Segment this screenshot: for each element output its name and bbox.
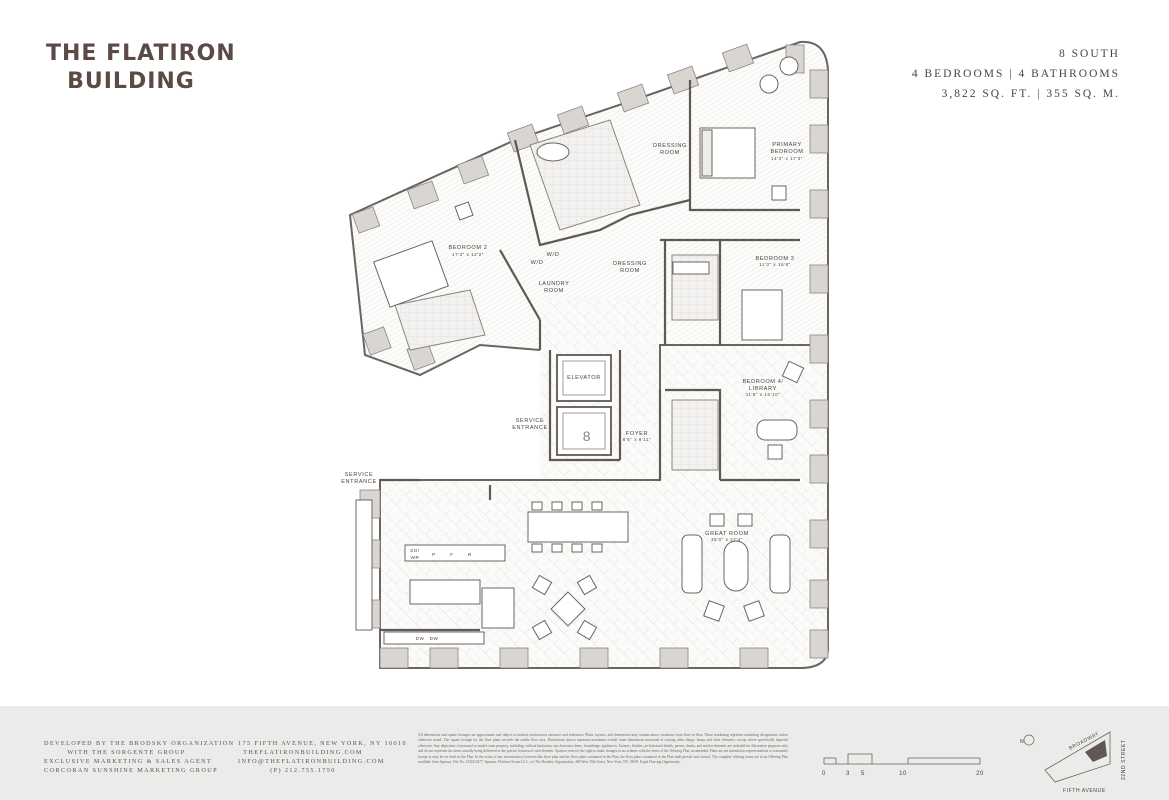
developer-line: CORCORAN SUNSHINE MARKETING GROUP: [44, 767, 218, 774]
bed-3: [741, 289, 783, 341]
label-laundry: LAUNDRY: [539, 281, 570, 287]
north-arrow-icon: [1023, 734, 1035, 746]
scale-label-20: 20: [976, 771, 984, 777]
bathtub-2: [672, 261, 710, 275]
coffee-table: [723, 540, 749, 592]
email-link[interactable]: INFO@THEFLATIRONBUILDING.COM: [238, 758, 385, 765]
street-22nd: 22ND STREET: [1121, 740, 1127, 781]
label-service-entrance-1b: ENTRANCE: [512, 425, 548, 431]
dim-bedroom-2: 17'3" x 12'2": [452, 252, 484, 257]
dim-primary-bedroom: 14'3" x 17'3": [771, 156, 803, 161]
unit-name: 8 SOUTH: [1059, 48, 1120, 60]
label-bedroom-4: BEDROOM 4/: [742, 379, 783, 385]
phone: (P) 212.755.1750: [270, 767, 336, 774]
label-wr: WR: [411, 555, 420, 560]
dim-bedroom-4: 11'8" x 16'10": [746, 392, 781, 397]
label-wd-2: W/D: [547, 252, 560, 258]
street-fifth: FIFTH AVENUE: [1063, 788, 1106, 794]
logo-line-2: BUILDING: [67, 69, 195, 94]
dining-table: [527, 511, 629, 543]
label-primary-bedroom: PRIMARY: [772, 142, 802, 148]
label-dressing-room-1b: ROOM: [660, 150, 680, 156]
scale-label-0: 0: [822, 771, 826, 777]
label-dressing-room-1: DRESSING: [653, 143, 687, 149]
unit-info: 8 SOUTH 4 BEDROOMS | 4 BATHROOMS 3,822 S…: [912, 44, 1120, 104]
unit-area: 3,822 SQ. FT. | 355 SQ. M.: [941, 88, 1120, 100]
kitchen-island: [409, 579, 481, 605]
dim-foyer: 8'6" x 9'11": [623, 437, 652, 442]
label-bedroom-2: BEDROOM 2: [449, 245, 488, 251]
label-dressing-room-2b: ROOM: [620, 268, 640, 274]
footer: DEVELOPED BY THE BRODSKY ORGANIZATION WI…: [0, 706, 1169, 800]
room-labels: DRESSING ROOM PRIMARY BEDROOM 14'3" x 17…: [341, 142, 803, 641]
interior-walls: [380, 80, 800, 632]
north-label: N: [1020, 739, 1024, 745]
contact-info: 175 FIFTH AVENUE, NEW YORK, NY 10010 THE…: [238, 739, 407, 775]
label-wd-1: W/D: [531, 260, 544, 266]
label-elevator-floor: 8: [583, 428, 591, 444]
scale-label-3: 3: [846, 771, 850, 777]
developer-line: DEVELOPED BY THE BRODSKY ORGANIZATION: [44, 740, 235, 747]
label-service-entrance-2b: ENTRANCE: [341, 479, 377, 485]
dim-bedroom-3: 11'3" x 16'6": [759, 262, 791, 267]
developer-line: EXCLUSIVE MARKETING & SALES AGENT: [44, 758, 213, 765]
legal-disclaimer: All dimensions and square footages are a…: [418, 733, 788, 765]
developer-credits: DEVELOPED BY THE BRODSKY ORGANIZATION WI…: [44, 739, 235, 775]
developer-line: WITH THE SORGENTE GROUP: [67, 749, 186, 756]
key-map: N BROADWAY 22ND STREET FIFTH AVENUE: [1020, 731, 1127, 794]
furniture: [355, 56, 805, 645]
label-dw-2: DW: [430, 636, 439, 641]
label-pantry-p: P: [432, 552, 436, 557]
bed-2: [373, 240, 449, 308]
floor-plan: DRESSING ROOM PRIMARY BEDROOM 14'3" x 17…: [341, 40, 829, 669]
label-great-room: GREAT ROOM: [705, 531, 749, 537]
label-dw-1: DW: [416, 636, 425, 641]
label-primary-bedroom-b: BEDROOM: [770, 149, 803, 155]
sofa-right: [769, 534, 791, 594]
label-bedroom-3: BEDROOM 3: [756, 256, 795, 262]
desk: [756, 419, 798, 441]
scale-bar: 0 3 5 10 20: [822, 753, 984, 777]
dim-great-room: 35'0" x 27'4": [711, 537, 743, 542]
elevator-shafts: [556, 354, 612, 456]
website-link[interactable]: THEFLATIRONBUILDING.COM: [243, 749, 363, 756]
label-elevator: ELEVATOR: [567, 375, 601, 381]
label-pantry-f: F: [450, 552, 453, 557]
label-so: SO/: [410, 548, 420, 553]
sofa-left: [681, 534, 703, 594]
label-service-entrance-2: SERVICE: [345, 472, 374, 478]
building-logo: THE FLATIRON BUILDING: [46, 40, 236, 96]
scale-label-5: 5: [861, 771, 865, 777]
bathtub: [536, 142, 570, 162]
label-service-entrance-1: SERVICE: [516, 418, 545, 424]
address: 175 FIFTH AVENUE, NEW YORK, NY 10010: [238, 740, 407, 747]
logo-line-1: THE FLATIRON: [46, 41, 236, 66]
label-dressing-room-2: DRESSING: [613, 261, 647, 267]
label-foyer: FOYER: [626, 431, 648, 437]
label-pantry-r: R: [468, 552, 472, 557]
label-bedroom-4b: LIBRARY: [749, 386, 777, 392]
scale-label-10: 10: [899, 771, 907, 777]
label-laundry-b: ROOM: [544, 288, 564, 294]
unit-rooms: 4 BEDROOMS | 4 BATHROOMS: [911, 68, 1120, 80]
